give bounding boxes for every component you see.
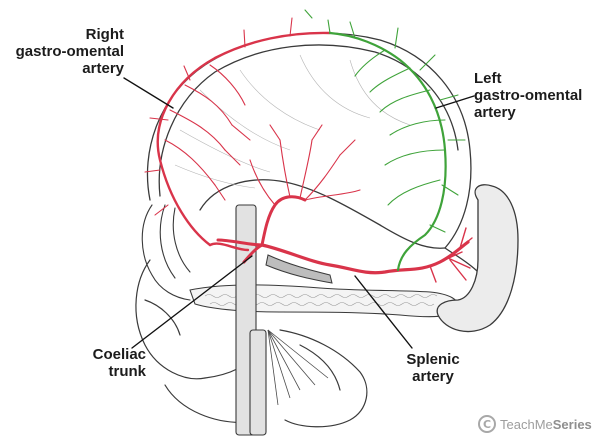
teachme-logo-icon: C [478,415,496,433]
right-gastro-omental-artery [156,31,332,252]
leader-splenic-artery [354,275,413,349]
label-left-gastro-omental-artery: Left gastro-omental artery [474,70,598,121]
label-line: gastro-omental [474,87,583,104]
leader-left-gastro-omental [435,95,475,109]
leader-coeliac-trunk [131,255,253,349]
pancreas-outline [189,284,459,318]
label-line: Coeliac [92,346,146,363]
label-coeliac-trunk: Coeliac trunk [70,346,146,380]
leader-lines [123,77,475,349]
leader-right-gastro-omental [123,77,174,109]
watermark-text: TeachMeSeries [500,417,592,432]
coeliac-trunk-artery [216,195,307,264]
label-line: Right [85,26,124,43]
splenic-artery [260,240,470,275]
aorta-outline [235,204,267,436]
watermark-brand-bold: Series [552,416,592,432]
greater-omentum-outline [141,204,191,301]
logo-letter: C [482,417,492,431]
label-line: artery [82,60,124,77]
left-gastro-omental-branches [304,9,466,233]
label-line: gastro-omental [15,43,124,60]
left-gastro-omental-artery [328,31,447,272]
portal-vein-outline [265,254,333,284]
label-line: artery [412,368,454,385]
splenic-branches [429,227,473,283]
label-line: artery [474,104,516,121]
left-gastric-branches [249,124,361,206]
mesentery-vessels [267,329,329,406]
watermark-brand-light: TeachMe [500,416,553,432]
label-line: Left [474,70,502,87]
teachme-watermark: C TeachMeSeries [478,412,592,436]
spleen-outline [436,184,519,333]
label-line: trunk [108,363,147,380]
label-line: Splenic [406,351,460,368]
label-splenic-artery: Splenic artery [398,351,468,385]
label-right-gastro-omental-artery: Right gastro-omental artery [2,26,124,77]
right-gastro-omental-branches [144,17,293,216]
